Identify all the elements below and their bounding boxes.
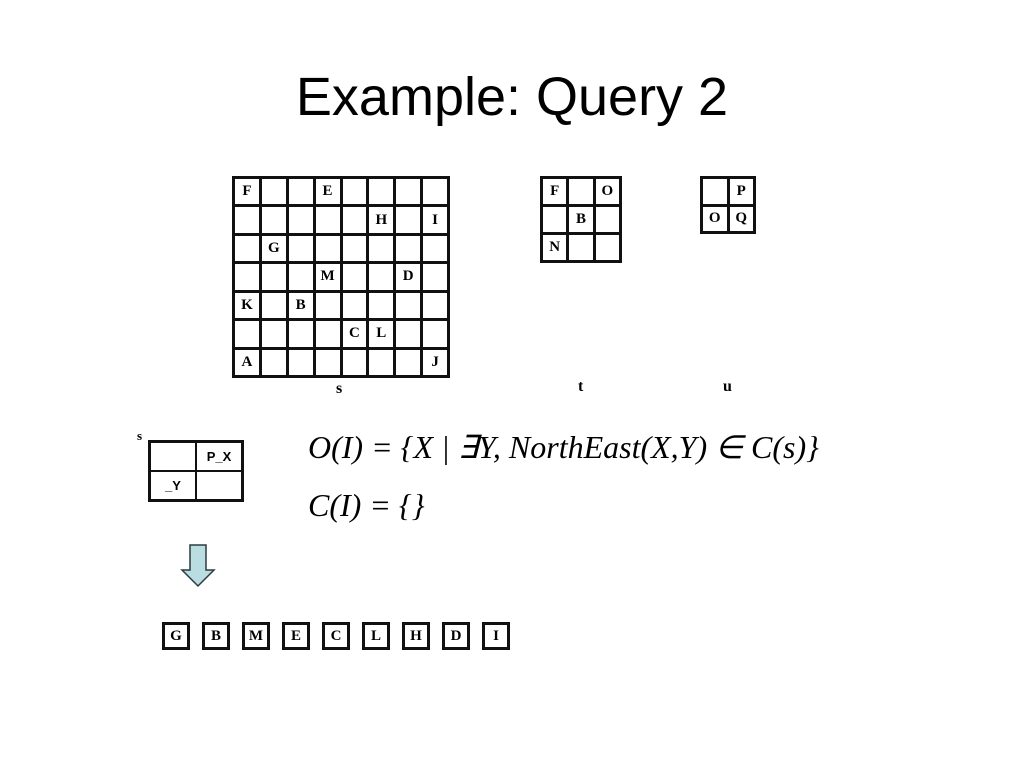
grid-t-cell bbox=[569, 179, 593, 204]
grid-s-cell bbox=[261, 321, 286, 347]
grid-t-cell: B bbox=[569, 207, 593, 232]
grid-s-cell bbox=[315, 321, 340, 347]
grid-u-cell: P bbox=[729, 179, 753, 204]
result-item: L bbox=[362, 622, 390, 650]
result-item: I bbox=[482, 622, 510, 650]
grid-s-cell bbox=[235, 207, 259, 233]
result-item: M bbox=[242, 622, 270, 650]
result-item: B bbox=[202, 622, 230, 650]
grid-s-cell bbox=[235, 235, 259, 262]
query-pattern: P_X_Y bbox=[148, 440, 244, 502]
result-item: D bbox=[442, 622, 470, 650]
grid-s-cell bbox=[423, 235, 447, 262]
grid-s-cell bbox=[369, 349, 394, 375]
grid-s-cell bbox=[315, 349, 340, 375]
grid-s-cell bbox=[315, 207, 340, 233]
grid-s-cell bbox=[288, 264, 313, 290]
grid-s-cell bbox=[396, 235, 421, 262]
grid-u-cell: O bbox=[703, 206, 727, 231]
grid-t-cell bbox=[595, 235, 619, 260]
grid-s-cell bbox=[396, 207, 421, 233]
grid-s-cell: D bbox=[396, 264, 421, 290]
grid-s-cell bbox=[261, 264, 286, 290]
grid-u-cell: Q bbox=[729, 206, 753, 231]
grid-s-cell: G bbox=[261, 235, 286, 262]
result-item: E bbox=[282, 622, 310, 650]
grid-s-cell bbox=[235, 321, 259, 347]
down-arrow-icon bbox=[180, 544, 216, 588]
grid-s-cell bbox=[261, 349, 286, 375]
grid-t-cell: O bbox=[595, 179, 619, 204]
pattern-cell: P_X bbox=[197, 443, 241, 470]
grid-t-cell bbox=[543, 207, 567, 232]
grid-s-cell bbox=[369, 264, 394, 290]
grid-s-cell bbox=[315, 235, 340, 262]
grid-u-label: u bbox=[723, 378, 732, 395]
grid-s-cell bbox=[235, 264, 259, 290]
grid-s-cell bbox=[342, 349, 367, 375]
grid-s-cell bbox=[369, 292, 394, 319]
grid-s-label: s bbox=[336, 380, 343, 397]
grid-s-cell: C bbox=[342, 321, 367, 347]
grid-t-cell: F bbox=[543, 179, 567, 204]
grid-s-cell bbox=[342, 235, 367, 262]
grid-s-cell bbox=[396, 179, 421, 205]
grid-s-cell bbox=[396, 349, 421, 375]
grid-s-cell bbox=[423, 179, 447, 205]
grid-s-cell bbox=[396, 292, 421, 319]
grid-s-cell bbox=[342, 264, 367, 290]
grid-s-cell bbox=[342, 179, 367, 205]
result-item: H bbox=[402, 622, 430, 650]
grid-s-cell bbox=[423, 321, 447, 347]
result-item: C bbox=[322, 622, 350, 650]
grid-s-cell: F bbox=[235, 179, 259, 205]
slide-title: Example: Query 2 bbox=[295, 67, 729, 127]
pattern-cell bbox=[197, 472, 241, 499]
result-item: G bbox=[162, 622, 190, 650]
grid-s-cell bbox=[288, 235, 313, 262]
grid-s-cell: E bbox=[315, 179, 340, 205]
formula-line-2: C(I) = {} bbox=[308, 487, 425, 523]
grid-s-cell bbox=[423, 264, 447, 290]
grid-s-cell bbox=[261, 292, 286, 319]
pattern-cell bbox=[151, 443, 195, 470]
grid-s-cell: M bbox=[315, 264, 340, 290]
grid-s-cell: I bbox=[423, 207, 447, 233]
grid-s-cell: L bbox=[369, 321, 394, 347]
grid-t-cell bbox=[595, 207, 619, 232]
grid-s-cell bbox=[288, 321, 313, 347]
grid-s-cell: K bbox=[235, 292, 259, 319]
grid-s-cell: A bbox=[235, 349, 259, 375]
grid-s-cell: B bbox=[288, 292, 313, 319]
grid-t-cell: N bbox=[543, 235, 567, 260]
grid-s-cell bbox=[288, 207, 313, 233]
grid-s-cell bbox=[423, 292, 447, 319]
grid-s-cell bbox=[261, 207, 286, 233]
grid-s-cell bbox=[396, 321, 421, 347]
grid-s-cell bbox=[369, 235, 394, 262]
grid-t-cell bbox=[569, 235, 593, 260]
grid-s-cell bbox=[342, 292, 367, 319]
grid-s-cell: H bbox=[369, 207, 394, 233]
grid-u-cell bbox=[703, 179, 727, 204]
grid-s-cell bbox=[288, 179, 313, 205]
grid-s-cell: J bbox=[423, 349, 447, 375]
grid-s-cell bbox=[288, 349, 313, 375]
grid-s-cell bbox=[261, 179, 286, 205]
grid-s-cell bbox=[369, 179, 394, 205]
formula-line-1: O(I) = {X | ∃Y, NorthEast(X,Y) ∈ C(s)} bbox=[308, 429, 819, 465]
grid-s-cell bbox=[315, 292, 340, 319]
pattern-cell: _Y bbox=[151, 472, 195, 499]
grid-s-cell bbox=[342, 207, 367, 233]
pattern-label: s bbox=[137, 428, 143, 443]
grid-t-label: t bbox=[578, 378, 584, 395]
